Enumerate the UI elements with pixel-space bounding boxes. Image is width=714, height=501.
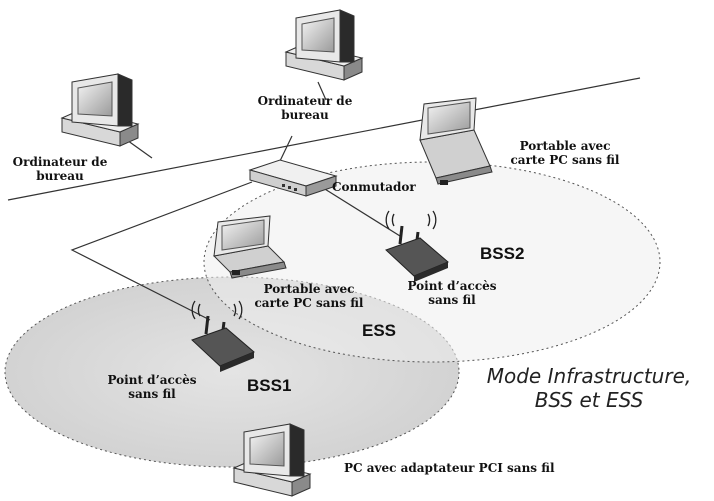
pc-pci-adapter-icon xyxy=(232,423,312,497)
desktop-computer-left-icon xyxy=(60,73,140,147)
laptop-top-label: Portable avec carte PC sans fil xyxy=(510,139,620,167)
ap2-label: Point d’accès sans fil xyxy=(407,279,497,307)
desktop-top-label: Ordinateur de bureau xyxy=(257,94,353,122)
access-point-2-icon xyxy=(385,210,449,282)
laptop-top-icon xyxy=(419,97,493,185)
cable-switch-backbone xyxy=(279,135,293,162)
switch-label: Conmutador xyxy=(332,180,416,194)
pc-pci-label: PC avec adaptateur PCI sans fil xyxy=(344,461,555,475)
desktop-left-label: Ordinateur de bureau xyxy=(12,155,108,183)
cable-switch-ap2 xyxy=(319,185,401,237)
ess-label: ESS xyxy=(362,321,397,340)
desktop-computer-top-icon xyxy=(284,9,364,81)
backbone-cable xyxy=(7,77,641,201)
cable-switch-ap1 xyxy=(70,181,253,321)
laptop-mid-icon xyxy=(212,215,287,279)
bss1-label: BSS1 xyxy=(247,376,292,395)
mode-title: Mode Infrastructure, BSS et ESS xyxy=(486,364,692,412)
laptop-mid-label: Portable avec carte PC sans fil xyxy=(254,282,364,310)
cable-desktop-top xyxy=(317,81,327,101)
ap1-label: Point d’accès sans fil xyxy=(107,373,197,401)
switch-icon xyxy=(248,159,338,197)
access-point-1-icon xyxy=(191,300,255,372)
bss2-label: BSS2 xyxy=(480,244,525,263)
